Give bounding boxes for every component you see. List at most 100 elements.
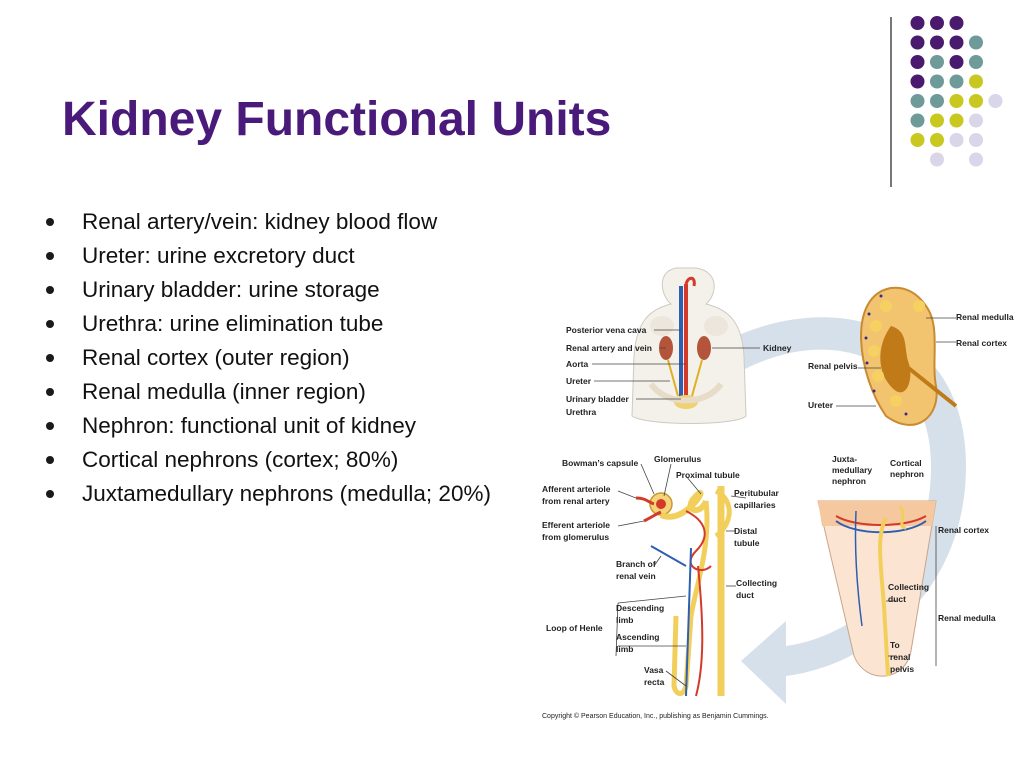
decorative-dot — [969, 35, 983, 50]
label-ascending-limb: Ascending — [616, 632, 659, 642]
decorative-dot — [930, 74, 944, 89]
label-kidney: Kidney — [763, 343, 792, 353]
bullet-icon — [46, 320, 54, 328]
label-ureter: Ureter — [566, 376, 592, 386]
bullet-item: Renal cortex (outer region) — [46, 341, 536, 375]
label-renal-artery-vein: Renal artery and vein — [566, 343, 652, 353]
bullet-item: Renal medulla (inner region) — [46, 375, 536, 409]
label-aorta: Aorta — [566, 359, 588, 369]
decorative-dot — [949, 74, 964, 89]
label-proximal-tubule: Proximal tubule — [676, 470, 740, 480]
kidney-wedge-section — [817, 500, 937, 677]
bullet-icon — [46, 354, 54, 362]
bullet-icon — [46, 456, 54, 464]
label-afferent-arteriole-2: from renal artery — [542, 496, 610, 506]
decorative-dot-grid — [910, 16, 1003, 167]
label-to-renal-pelvis-3: pelvis — [890, 664, 914, 674]
label-vasa-recta: Vasa — [644, 665, 664, 675]
label-descending-limb: Descending — [616, 603, 664, 613]
label-distal-tubule-2: tubule — [734, 538, 760, 548]
decorative-dot — [930, 133, 944, 147]
label-renal-pelvis: Renal pelvis — [808, 361, 858, 371]
decorative-dot — [910, 35, 925, 50]
label-section-collecting-duct-2: duct — [888, 594, 906, 604]
decorative-dot — [930, 35, 944, 50]
label-branch-renal-vein: Branch of — [616, 559, 656, 569]
bullet-icon — [46, 252, 54, 260]
label-peritubular-2: capillaries — [734, 500, 776, 510]
label-renal-cortex: Renal cortex — [956, 338, 1007, 348]
slide-title: Kidney Functional Units — [62, 93, 612, 146]
nephron-label-lines — [615, 463, 747, 687]
bullet-item: Ureter: urine excretory duct — [46, 239, 536, 273]
label-juxtamedullary-2: medullary — [832, 465, 872, 475]
decorative-dot — [988, 94, 1003, 108]
decorative-dot — [910, 74, 925, 89]
decorative-dot — [910, 55, 925, 69]
kidney-cross-section — [860, 286, 958, 426]
label-peritubular: Peritubular — [734, 488, 780, 498]
bullet-item: Juxtamedullary nephrons (medulla; 20%) — [46, 477, 536, 511]
decorative-dot — [969, 94, 983, 108]
decorative-dot — [949, 35, 964, 50]
label-descending-limb-2: limb — [616, 615, 633, 625]
decorative-dot — [969, 133, 983, 147]
decorative-dot — [949, 55, 964, 69]
decorative-dot — [930, 113, 944, 128]
decorative-dot — [910, 133, 925, 147]
bullet-item: Renal artery/vein: kidney blood flow — [46, 205, 536, 239]
label-ascending-limb-2: limb — [616, 644, 633, 654]
decorative-dot — [969, 152, 983, 167]
decorative-dot — [949, 133, 964, 147]
decorative-dot — [969, 113, 983, 128]
label-cortical-nephron-2: nephron — [890, 469, 924, 479]
decorative-dot — [949, 94, 964, 108]
label-efferent-arteriole: Efferent arteriole — [542, 520, 610, 530]
label-kidney-ureter: Ureter — [808, 400, 834, 410]
decorative-dot — [910, 94, 925, 108]
decorative-dot — [969, 55, 983, 69]
label-vasa-recta-2: recta — [644, 677, 665, 687]
label-cortical-nephron: Cortical — [890, 458, 922, 468]
decorative-dot — [949, 16, 964, 30]
label-loop-of-henle: Loop of Henle — [546, 623, 603, 633]
decorative-dot — [930, 55, 944, 69]
bullet-icon — [46, 422, 54, 430]
bullet-icon — [46, 490, 54, 498]
bullet-icon — [46, 388, 54, 396]
label-renal-medulla: Renal medulla — [956, 312, 1014, 322]
decorative-dot — [949, 113, 964, 128]
bullet-item: Urethra: urine elimination tube — [46, 307, 536, 341]
label-collecting-duct-2: duct — [736, 590, 754, 600]
label-to-renal-pelvis: To — [890, 640, 900, 650]
bullet-item: Urinary bladder: urine storage — [46, 273, 536, 307]
bullet-item: Nephron: functional unit of kidney — [46, 409, 536, 443]
label-section-renal-cortex: Renal cortex — [938, 525, 989, 535]
label-section-collecting-duct: Collecting — [888, 582, 929, 592]
label-urethra: Urethra — [566, 407, 597, 417]
kidney-anatomy-figure: Posterior vena cava Renal artery and vei… — [542, 267, 1014, 720]
title-divider-line — [890, 17, 892, 187]
bullet-icon — [46, 218, 54, 226]
kidney-label-lines — [836, 317, 956, 407]
decorative-dot — [930, 94, 944, 108]
label-juxtamedullary: Juxta- — [832, 454, 857, 464]
nephron-diagram — [635, 486, 732, 697]
label-afferent-arteriole: Afferent arteriole — [542, 484, 611, 494]
label-efferent-arteriole-2: from glomerulus — [542, 532, 609, 542]
label-urinary-bladder: Urinary bladder — [566, 394, 630, 404]
label-juxtamedullary-3: nephron — [832, 476, 866, 486]
decorative-dot — [930, 152, 944, 167]
label-posterior-vena-cava: Posterior vena cava — [566, 325, 647, 335]
label-distal-tubule: Distal — [734, 526, 757, 536]
decorative-dot — [930, 16, 944, 30]
copyright-notice: Copyright © Pearson Education, Inc., pub… — [542, 712, 769, 720]
label-to-renal-pelvis-2: renal — [890, 652, 910, 662]
label-bowmans-capsule: Bowman’s capsule — [562, 458, 638, 468]
decorative-dot — [969, 74, 983, 89]
body-label-lines — [592, 329, 760, 400]
label-branch-renal-vein-2: renal vein — [616, 571, 656, 581]
label-glomerulus: Glomerulus — [654, 454, 702, 464]
bullet-list: Renal artery/vein: kidney blood flow Ure… — [46, 205, 536, 511]
